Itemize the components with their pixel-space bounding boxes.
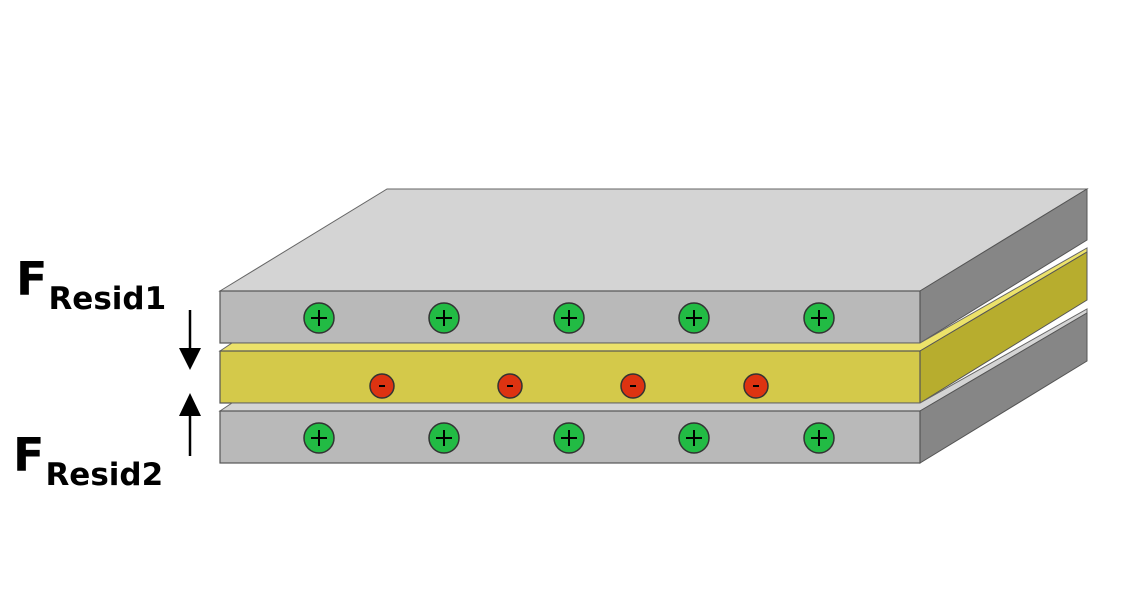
bottom-plate-charges: [303, 422, 835, 454]
positive-charge: [803, 422, 835, 454]
positive-charge: [803, 302, 835, 334]
force-symbol: F: [16, 252, 48, 306]
force-arrow-down: [179, 310, 201, 370]
negative-charge: [743, 373, 769, 399]
positive-charge: [428, 422, 460, 454]
negative-charge: [497, 373, 523, 399]
positive-charge: [678, 422, 710, 454]
middle-plate-charges: [369, 373, 769, 399]
force-label-resid1: FResid1: [16, 256, 166, 315]
negative-charge: [620, 373, 646, 399]
positive-charge: [678, 302, 710, 334]
positive-charge: [428, 302, 460, 334]
middle-plate: [218, 247, 1088, 404]
positive-charge: [553, 422, 585, 454]
positive-charge: [553, 302, 585, 334]
force-arrow-up: [179, 393, 201, 456]
top-plate: [218, 188, 1089, 344]
force-symbol: F: [13, 428, 45, 482]
negative-charge: [369, 373, 395, 399]
positive-charge: [303, 422, 335, 454]
force-subscript: Resid2: [45, 457, 164, 493]
middle-plate-front-face: [219, 350, 921, 404]
top-plate-charges: [303, 302, 835, 334]
force-label-resid2: FResid2: [13, 432, 163, 491]
force-subscript: Resid1: [48, 281, 167, 317]
positive-charge: [303, 302, 335, 334]
